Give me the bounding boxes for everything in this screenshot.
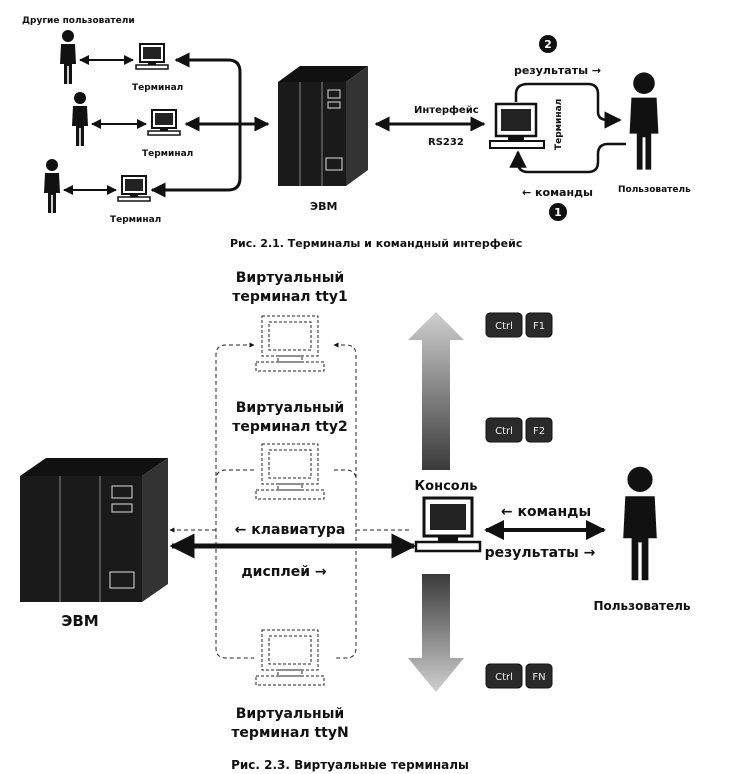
- terminal-2-label: Терминал: [142, 149, 193, 159]
- terminal-3-label: Терминал: [110, 215, 161, 225]
- vtN-title-line2: терминал ttyN: [231, 725, 348, 741]
- vt2-terminal-icon: [255, 443, 325, 500]
- step-1-number: 1: [554, 206, 562, 219]
- main-terminal-icon: [489, 102, 545, 149]
- virtual-terminal-links: [169, 342, 412, 659]
- keyboard-label: ← клавиатура: [235, 522, 346, 538]
- key-combo-f2: Ctrl F2: [485, 417, 553, 443]
- ctrl-key-1-label: Ctrl: [495, 321, 513, 332]
- results-2-label: результаты →: [485, 545, 596, 561]
- vt2-title-line1: Виртуальный: [236, 400, 344, 416]
- vt1-title-line2: терминал tty1: [232, 289, 347, 305]
- figure-2-1: Другие пользователи Терминал Терминал Те…: [22, 16, 691, 250]
- other-users-label: Другие пользователи: [22, 16, 135, 26]
- other-user-3-icon: [44, 159, 60, 213]
- commands-arrow: [509, 142, 626, 174]
- f1-key-label: F1: [533, 321, 545, 332]
- step-1-badge: [549, 203, 567, 221]
- ctrl-key-2: [485, 417, 523, 443]
- terminal-vertical-label: Терминал: [554, 99, 564, 150]
- figure-2-3: Виртуальный терминал tty1 Виртуальный те…: [20, 270, 691, 772]
- terminal-2-icon: [147, 109, 181, 136]
- results-label: результаты →: [514, 64, 601, 77]
- console-label: Консоль: [415, 479, 478, 494]
- terminal-3-icon: [117, 175, 151, 202]
- ctrl-key-n-label: Ctrl: [495, 672, 513, 683]
- terminal-1-label: Терминал: [132, 83, 183, 93]
- vtN-title-line1: Виртуальный: [236, 706, 344, 722]
- step-2-number: 2: [544, 38, 552, 51]
- switch-up-arrow: [408, 312, 464, 470]
- computer-2-label: ЭВМ: [61, 612, 98, 630]
- ctrl-key-1: [485, 312, 523, 338]
- ctrl-key-2-label: Ctrl: [495, 426, 513, 437]
- fn-key: [525, 663, 553, 689]
- terminal-1-icon: [135, 43, 169, 70]
- step-2-badge: [539, 35, 557, 53]
- figure-2-3-caption: Рис. 2.3. Виртуальные терминалы: [231, 758, 469, 772]
- user-icon: [629, 72, 659, 170]
- other-user-2-icon: [72, 92, 88, 146]
- f2-key-label: F2: [533, 426, 545, 437]
- figure-2-1-caption: Рис. 2.1. Терминалы и командный интерфей…: [230, 237, 522, 250]
- f1-key: [525, 312, 553, 338]
- commands-2-label: ← команды: [501, 504, 591, 520]
- results-arrow: [514, 82, 622, 129]
- commands-label: ← команды: [522, 186, 593, 199]
- user-2-icon: [623, 466, 657, 581]
- vt2-title-line2: терминал tty2: [232, 419, 347, 435]
- computer-2-icon: [20, 458, 168, 602]
- rs232-label: RS232: [428, 137, 464, 148]
- switch-down-arrow: [408, 574, 464, 692]
- computer-icon: [278, 66, 368, 186]
- ctrl-key-n: [485, 663, 523, 689]
- vt1-title-line1: Виртуальный: [236, 270, 344, 286]
- user-2-label: Пользователь: [593, 599, 690, 613]
- interface-label: Интерфейс: [414, 104, 479, 116]
- computer-label: ЭВМ: [310, 200, 337, 213]
- key-combo-fn: Ctrl FN: [485, 663, 553, 689]
- display-label: дисплей →: [241, 564, 327, 580]
- fn-key-label: FN: [532, 672, 545, 683]
- console-terminal-icon: [414, 496, 482, 553]
- vtN-terminal-icon: [255, 629, 325, 686]
- other-user-1-icon: [60, 30, 76, 84]
- user-label: Пользователь: [618, 185, 691, 195]
- key-combo-f1: Ctrl F1: [485, 312, 553, 338]
- vt1-terminal-icon: [255, 315, 325, 372]
- f2-key: [525, 417, 553, 443]
